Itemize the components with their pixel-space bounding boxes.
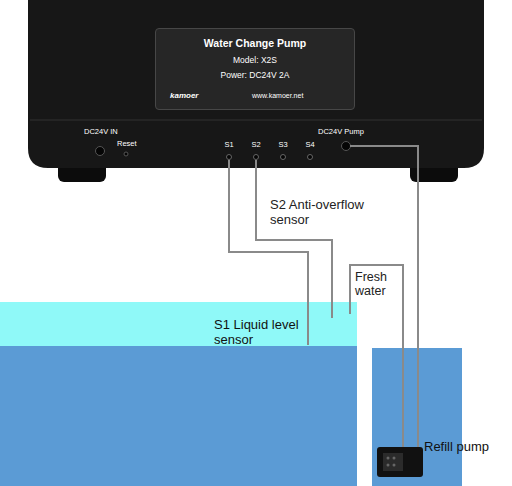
bezel-line: [30, 119, 482, 121]
sensor-port: [227, 155, 232, 160]
pump-dot: [387, 464, 390, 467]
pump-dot: [387, 457, 390, 460]
plate-text: www.kamoer.net: [252, 92, 303, 100]
pump-dot: [393, 457, 396, 460]
sensor-port: [254, 155, 259, 160]
fresh-water-tube: [350, 265, 403, 448]
sensor-port: [281, 155, 286, 160]
refill-pump: [377, 447, 423, 477]
s2-wire: [256, 160, 332, 318]
port-label: S3: [273, 141, 293, 150]
pump-dot: [393, 464, 396, 467]
sensor-callout: S1 Liquid level sensor: [214, 318, 304, 348]
power-jack: [96, 147, 105, 156]
pump-grille: [383, 453, 403, 471]
device-housing: [28, 0, 484, 168]
pump-jack: [342, 142, 351, 151]
water-callout: Fresh water: [355, 270, 400, 299]
port-label: Reset: [117, 140, 137, 149]
sensor-callout: S2 Anti-overflow sensor: [270, 198, 378, 228]
port-label: S1: [219, 141, 239, 150]
brand-logo: kamoer: [170, 91, 198, 100]
pump-power-wire: [350, 146, 418, 452]
port-label: S4: [300, 141, 320, 150]
overflow-band: [0, 302, 357, 346]
plate-text: Water Change Pump: [156, 37, 354, 49]
port-label: S2: [246, 141, 266, 150]
port-label: DC24V Pump: [318, 128, 364, 137]
label-plate: Water Change PumpModel: X2S Power: DC24V …: [155, 28, 355, 110]
plate-text: Model: X2S: [156, 56, 354, 66]
pump-callout: Refill pump: [424, 440, 510, 455]
port-label: DC24V IN: [84, 128, 118, 137]
main-tank-water: [0, 346, 357, 486]
wires: [229, 146, 418, 452]
reset-button: [124, 152, 128, 156]
sensor-port: [308, 155, 313, 160]
plate-text: Power: DC24V 2A: [156, 71, 354, 81]
